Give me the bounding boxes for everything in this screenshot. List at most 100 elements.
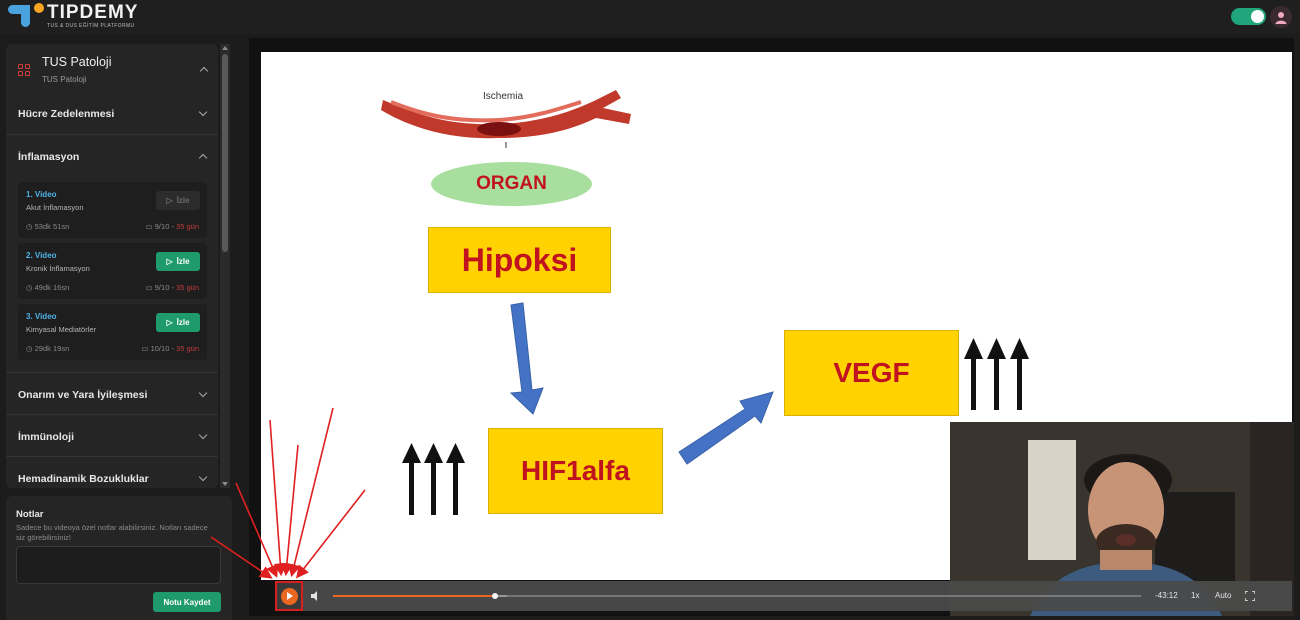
remaining-days: 35 gün [176, 344, 199, 353]
section-label: Hemadinamik Bozukluklar [18, 473, 149, 485]
video-title: 1. Video [26, 190, 57, 199]
chat-icon: ▭ [141, 344, 149, 353]
speed-button[interactable]: 1x [1191, 591, 1200, 600]
chevron-down-icon [198, 430, 208, 440]
flow-arrows [402, 302, 1029, 515]
brand-tagline: TUS & DUS EĞİTİM PLATFORMU [47, 23, 135, 29]
save-note-button[interactable]: Notu Kaydet [153, 592, 221, 612]
course-title: TUS Patoloji [42, 55, 112, 69]
section-label: Onarım ve Yara İyileşmesi [18, 389, 148, 401]
course-header[interactable]: TUS Patoloji TUS Patoloji [6, 44, 218, 92]
hif1alfa-box: HIF1alfa [488, 428, 663, 514]
clock-icon: ◷ [26, 283, 33, 292]
user-avatar[interactable] [1270, 6, 1292, 28]
count-value: 10/10 [150, 344, 170, 353]
notes-title: Notlar [16, 509, 44, 520]
brand-name: TIPDEMY [47, 2, 139, 23]
duration-value: 49dk 16sn [34, 283, 70, 292]
scroll-down-icon[interactable] [222, 482, 228, 486]
play-icon: ▷ [166, 196, 173, 205]
chevron-up-icon [199, 66, 209, 76]
section-label: İnflamasyon [18, 151, 80, 163]
diagonal-arrow-icon [678, 391, 774, 465]
video-duration: ◷ 49dk 16sn [26, 283, 69, 292]
organ-label: ORGAN [431, 162, 592, 206]
triple-up-arrows-right [964, 338, 1029, 410]
notes-panel: Notlar Sadece bu videoya özel notlar ala… [6, 496, 232, 620]
player-controls: -43:12 1x Auto [275, 581, 1292, 611]
duration-value: 53dk 51sn [34, 222, 70, 231]
section-inflamasyon[interactable]: İnflamasyon [6, 134, 218, 174]
video-count: ▭ 10/10 - 35 gün [141, 344, 199, 353]
duration-value: 29dk 19sn [34, 344, 70, 353]
play-icon [280, 587, 298, 605]
count-value: 9/10 [154, 222, 170, 231]
grid-icon [18, 64, 30, 76]
section-label: İmmünoloji [18, 431, 74, 443]
notes-textarea[interactable] [16, 546, 221, 584]
watch-button[interactable]: ▷ İzle [156, 252, 200, 271]
clock-icon: ◷ [26, 222, 33, 231]
video-card[interactable]: 1. Video Akut İnflamasyon ◷ 53dk 51sn ▭ … [18, 182, 207, 238]
watch-label: İzle [176, 196, 190, 205]
video-subtitle: Kimyasal Mediatörler [26, 325, 97, 334]
video-title: 2. Video [26, 251, 57, 260]
video-duration: ◷ 53dk 51sn [26, 222, 69, 231]
clock-icon: ◷ [26, 344, 33, 353]
toggle-knob [1251, 10, 1264, 23]
course-subtitle: TUS Patoloji [42, 75, 87, 84]
ischemia-label: Ischemia [483, 91, 524, 102]
calendar-icon: ▭ [145, 283, 153, 292]
top-bar: TIPDEMY TUS & DUS EĞİTİM PLATFORMU [0, 0, 1300, 34]
watch-button[interactable]: ▷ İzle [156, 313, 200, 332]
video-count: ▭ 9/10 - 35 gün [145, 222, 199, 231]
theme-toggle[interactable] [1231, 8, 1266, 25]
calendar-icon: ▭ [145, 222, 153, 231]
video-subtitle: Akut İnflamasyon [26, 203, 84, 212]
watch-button[interactable]: ▷ İzle [156, 191, 200, 210]
fullscreen-icon[interactable] [1245, 591, 1255, 601]
tipdemy-logo[interactable]: TIPDEMY TUS & DUS EĞİTİM PLATFORMU [8, 3, 138, 29]
play-icon: ▷ [166, 257, 173, 266]
play-icon: ▷ [166, 318, 173, 327]
video-subtitle: Kronik İnflamasyon [26, 264, 90, 273]
triple-up-arrows-left [402, 443, 465, 515]
chevron-down-icon [198, 472, 208, 482]
section-immunoloji[interactable]: İmmünoloji [6, 414, 218, 454]
volume-icon[interactable] [309, 589, 323, 603]
count-value: 9/10 [154, 283, 170, 292]
watch-label: İzle [176, 318, 190, 327]
notes-description: Sadece bu videoya özel notlar alabilirsi… [16, 523, 208, 542]
down-arrow-icon [509, 302, 544, 415]
vegf-box: VEGF [784, 330, 959, 416]
progress-bar[interactable] [333, 593, 1141, 599]
video-title: 3. Video [26, 312, 57, 321]
video-count: ▭ 9/10 - 35 gün [145, 283, 199, 292]
scroll-up-icon[interactable] [222, 46, 228, 50]
hipoksi-box: Hipoksi [428, 227, 611, 293]
watch-label: İzle [176, 257, 190, 266]
video-duration: ◷ 29dk 19sn [26, 344, 69, 353]
user-icon [1275, 11, 1287, 24]
remaining-days: 35 gün [176, 283, 199, 292]
chevron-down-icon [198, 388, 208, 398]
course-sidebar: TUS Patoloji TUS Patoloji Hücre Zedelenm… [6, 44, 218, 488]
video-card[interactable]: 2. Video Kronik İnflamasyon ◷ 49dk 16sn … [18, 243, 207, 299]
sidebar-scrollbar[interactable] [220, 44, 230, 488]
section-hucre-zedelenmesi[interactable]: Hücre Zedelenmesi [6, 94, 218, 134]
section-hemodinamik[interactable]: Hemadinamik Bozukluklar [6, 456, 218, 488]
quality-button[interactable]: Auto [1215, 591, 1232, 600]
remaining-days: 35 gün [176, 222, 199, 231]
scroll-thumb[interactable] [222, 54, 228, 252]
progress-handle[interactable] [491, 593, 498, 599]
video-card[interactable]: 3. Video Kimyasal Mediatörler ◷ 29dk 19s… [18, 304, 207, 360]
artery-illustration [381, 90, 631, 148]
section-label: Hücre Zedelenmesi [18, 108, 115, 120]
play-button[interactable] [275, 581, 303, 611]
logo-mark-icon [8, 3, 44, 29]
played-bar [333, 595, 495, 597]
section-onarim[interactable]: Onarım ve Yara İyileşmesi [6, 372, 218, 412]
time-remaining: -43:12 [1155, 591, 1178, 600]
chevron-down-icon [198, 107, 208, 117]
chevron-up-icon [198, 153, 208, 163]
